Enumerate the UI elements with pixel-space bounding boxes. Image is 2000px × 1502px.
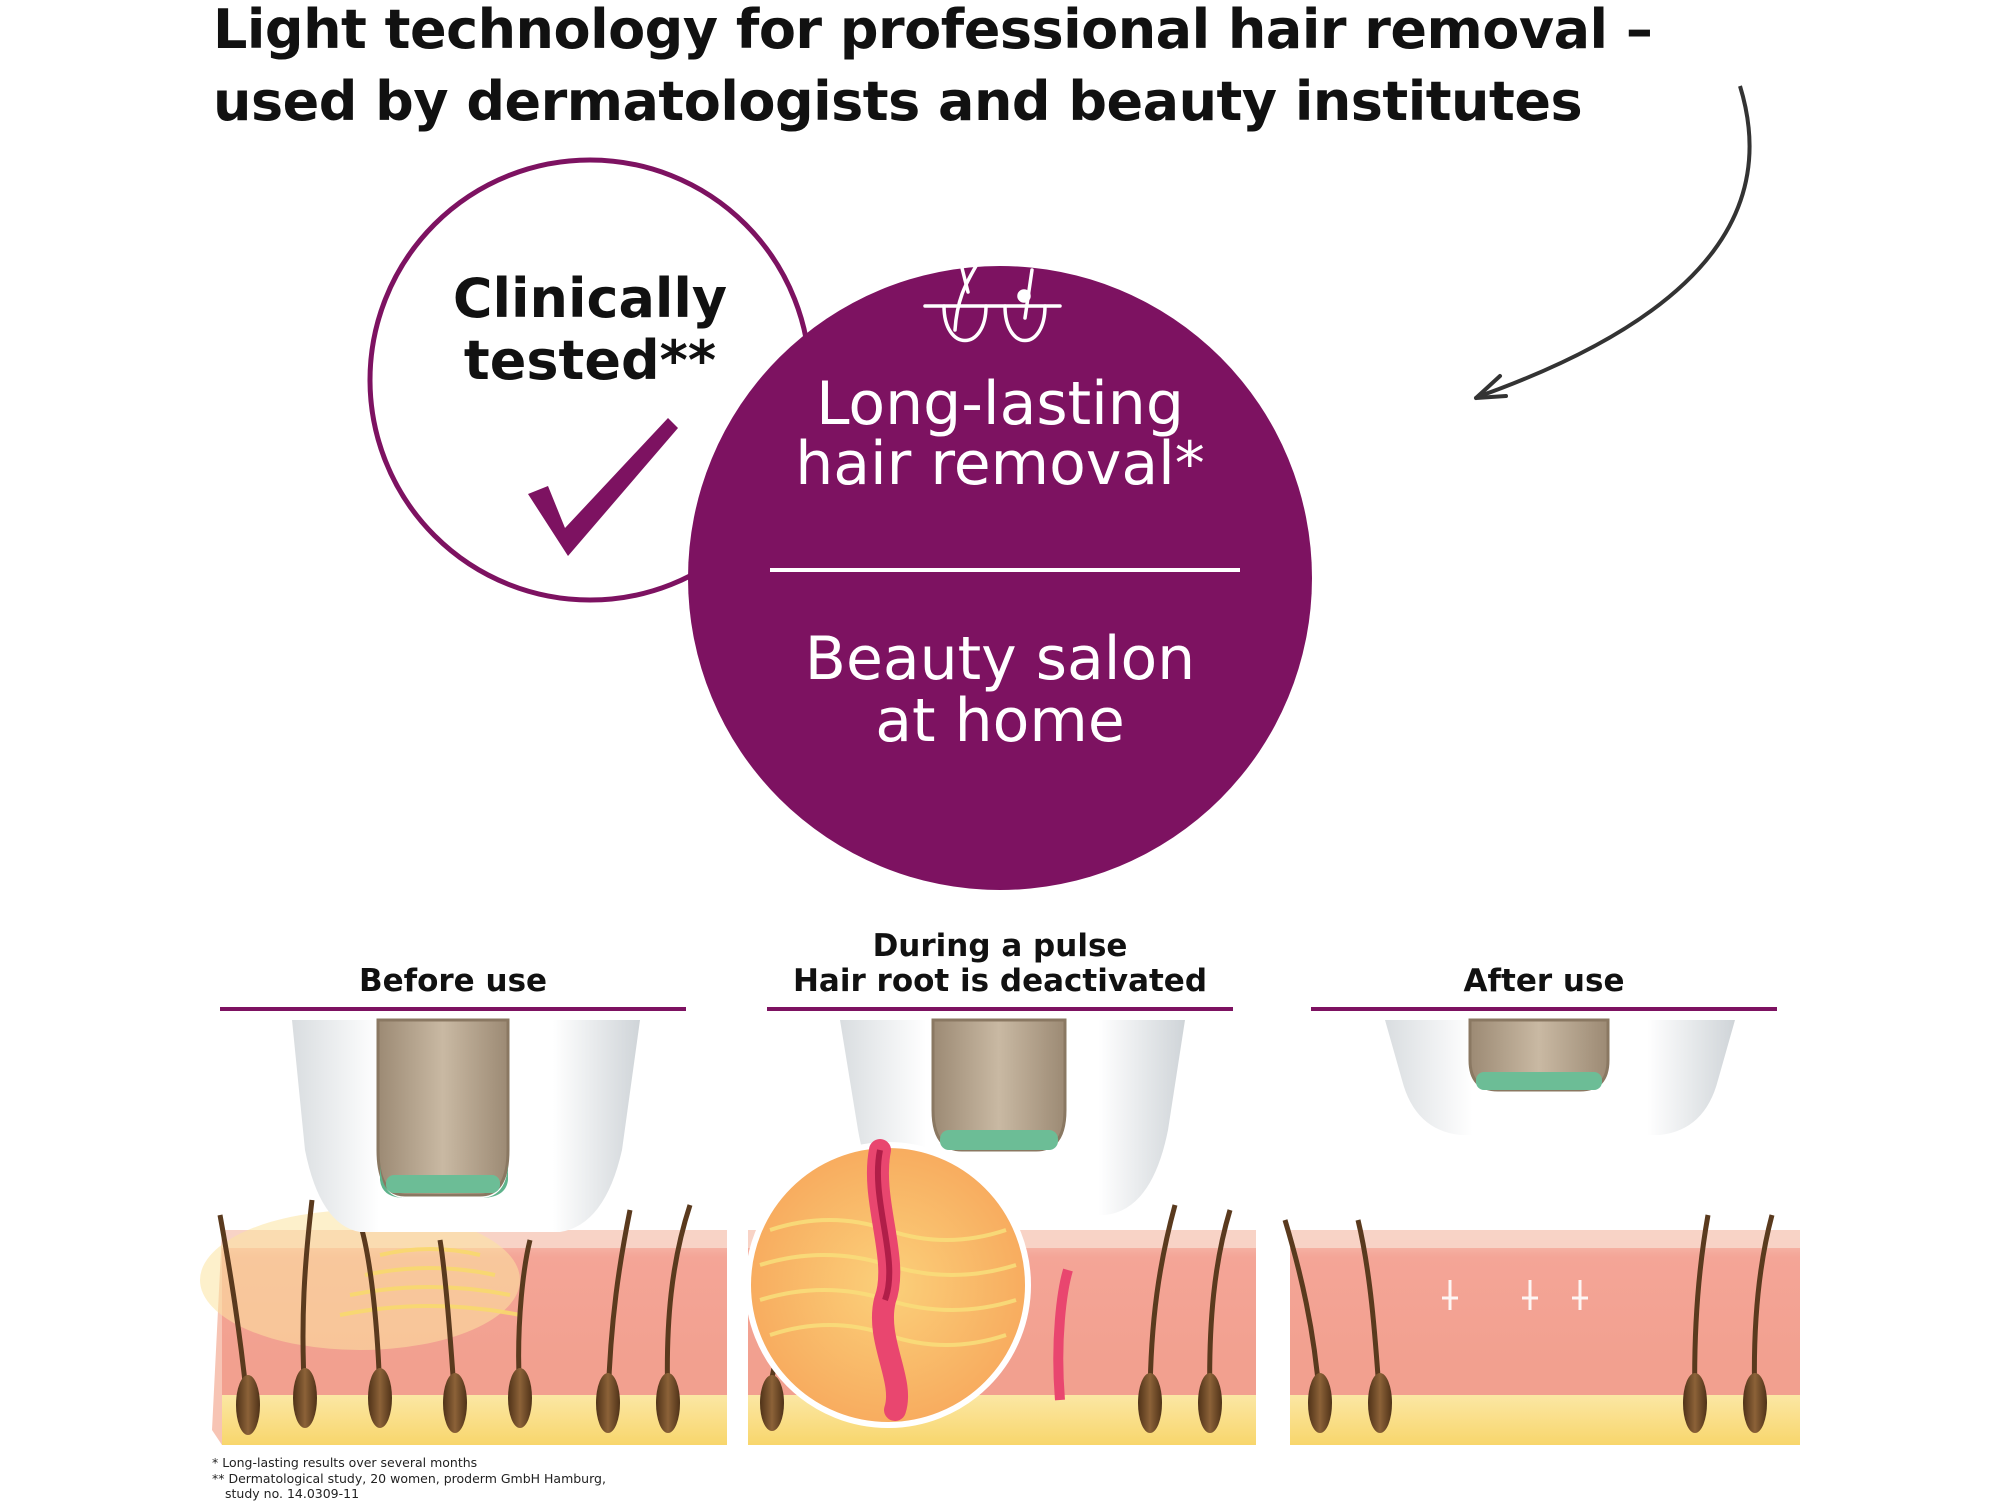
zoom-inset xyxy=(745,1139,1031,1428)
panel-2-title-line-1: During a pulse xyxy=(872,928,1128,964)
panel-1-title-line-1: Before use xyxy=(358,963,548,999)
footnote-3: study no. 14.0309-11 xyxy=(225,1486,360,1501)
beauty-salon-label: Beauty salon at home xyxy=(720,628,1280,752)
panel-1-title: Before use xyxy=(220,964,686,999)
panel-after-use xyxy=(1282,1018,1800,1445)
hair-bulbs xyxy=(236,1368,680,1435)
headline-line-2: used by dermatologists and beauty instit… xyxy=(213,70,1583,133)
footnotes: * Long-lasting results over several mont… xyxy=(212,1455,606,1502)
feature-bottom-line-2: at home xyxy=(875,686,1125,756)
headline-line-1: Light technology for professional hair r… xyxy=(213,0,1653,61)
headline: Light technology for professional hair r… xyxy=(213,0,1713,138)
device-head xyxy=(292,1018,640,1232)
panel-before-use xyxy=(200,1018,727,1445)
curved-arrow-icon xyxy=(1474,85,1752,400)
feature-top-line-1: Long-lasting xyxy=(816,369,1184,439)
panel-3-title: After use xyxy=(1311,964,1777,999)
badge-line-2: tested** xyxy=(463,329,717,392)
badge-line-1: Clinically xyxy=(452,267,728,330)
panel-2-title: During a pulse Hair root is deactivated xyxy=(767,929,1233,999)
clinically-tested-label: Clinically tested** xyxy=(400,268,780,392)
footnote-1: * Long-lasting results over several mont… xyxy=(212,1455,478,1470)
footnote-2: ** Dermatological study, 20 women, prode… xyxy=(212,1470,606,1486)
checkmark-icon xyxy=(528,418,678,556)
panel-2-title-line-2: Hair root is deactivated xyxy=(792,963,1208,999)
device-head xyxy=(1385,1018,1735,1135)
feature-circle xyxy=(688,266,1312,890)
panel-3-title-line-1: After use xyxy=(1463,963,1625,999)
feature-top-line-2: hair removal* xyxy=(795,429,1205,499)
long-lasting-label: Long-lasting hair removal* xyxy=(720,374,1280,494)
feature-bottom-line-1: Beauty salon xyxy=(804,624,1196,694)
fat-layer xyxy=(1290,1395,1800,1445)
panel-during-pulse xyxy=(745,1018,1256,1445)
hair-follicle-icon xyxy=(923,264,1062,343)
